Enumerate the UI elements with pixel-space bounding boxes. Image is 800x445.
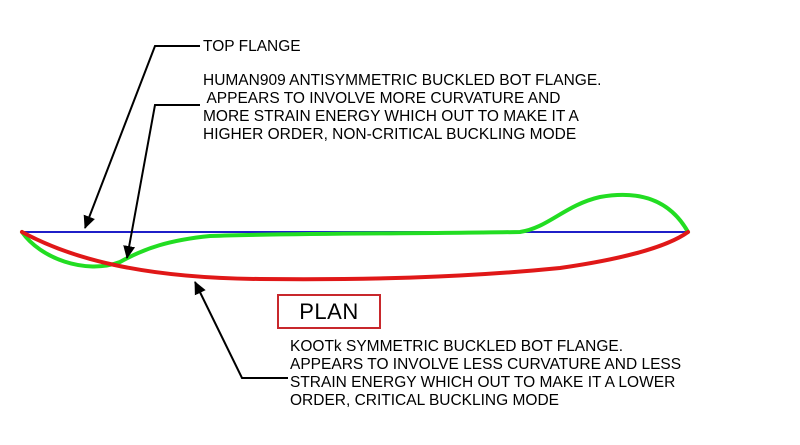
antisymmetric-buckled-curve [20,192,690,269]
symmetric-buckled-curve [20,230,690,282]
symmetric-note: KOOTk SYMMETRIC BUCKLED BOT FLANGE. APPE… [290,338,682,409]
plan-box: PLAN [277,294,381,329]
symmetric-leader [194,281,288,379]
antisymmetric-note: HUMAN909 ANTISYMMETRIC BUCKLED BOT FLANG… [203,72,602,143]
antisymmetric-leader [123,104,200,259]
top-flange-label: TOP FLANGE [203,38,301,55]
top-flange-leader [83,45,200,229]
plan-label: PLAN [299,298,359,324]
